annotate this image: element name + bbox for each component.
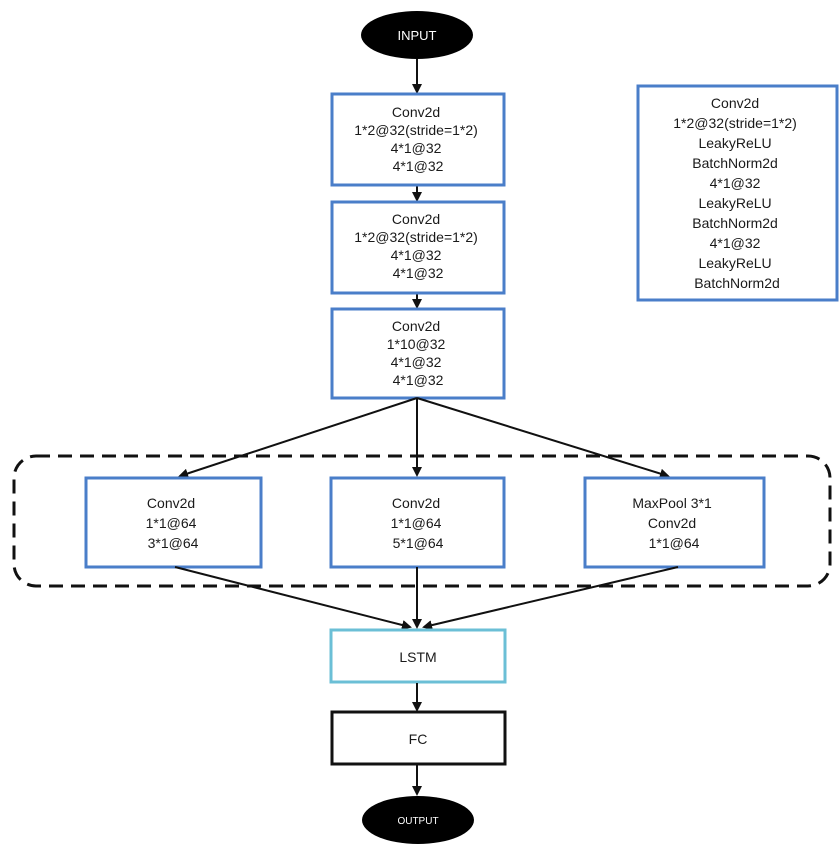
conv-block-3-line: 4*1@32	[391, 354, 442, 370]
output-label: OUTPUT	[397, 816, 438, 827]
conv-block-2-line: 4*1@32	[391, 247, 442, 263]
arrow-conv3-to-branch-left	[178, 397, 418, 479]
conv-block-1-line: 4*1@32	[393, 158, 444, 174]
conv-block-3	[330, 307, 506, 400]
svg-text:Conv2d 1*1@64 3*1@64: Conv2d 1*1@64 3*1@64	[146, 495, 201, 551]
svg-text:Conv2d 1*1@64 5*1@64: Conv2d 1*1@64 5*1@64	[391, 495, 446, 551]
legend-line: Conv2d	[711, 95, 759, 111]
legend-line: 4*1@32	[710, 175, 761, 191]
svg-text:Conv2d 1*2@32(stride=1*2): Conv2d 1*2@32(stride=1*2) 4*1@32 4*1@32	[354, 104, 481, 174]
legend-line: 4*1@32	[710, 235, 761, 251]
arrow-branch-left-to-lstm	[174, 566, 412, 630]
arrow-conv3-to-branch-right	[416, 397, 670, 479]
legend-line: 1*2@32(stride=1*2)	[673, 115, 797, 131]
input-label: INPUT	[398, 28, 437, 43]
branch-right	[583, 476, 766, 569]
legend-line: LeakyReLU	[698, 135, 771, 151]
branch-left	[84, 476, 263, 569]
conv-block-3-line: 1*10@32	[387, 336, 446, 352]
fc-block	[330, 710, 507, 766]
conv-block-2-line: Conv2d	[392, 211, 440, 227]
branch-left-line: 3*1@64	[148, 535, 199, 551]
legend-line: BatchNorm2d	[694, 275, 780, 291]
conv-block-1-line: Conv2d	[392, 104, 440, 120]
conv-block-1-line: 4*1@32	[391, 140, 442, 156]
input-terminal	[361, 11, 473, 59]
conv-block-1	[330, 92, 506, 187]
branch-middle-line: 5*1@64	[393, 535, 444, 551]
legend-box	[636, 84, 839, 302]
branch-left-line: Conv2d	[147, 495, 195, 511]
conv-block-2	[330, 200, 506, 295]
svg-text:MaxPool 3*1 Conv2d 1*: MaxPool 3*1 Conv2d 1*1@64	[632, 495, 715, 551]
legend-line: BatchNorm2d	[692, 215, 778, 231]
branch-right-line: 1*1@64	[649, 535, 700, 551]
branch-middle-line: 1*1@64	[391, 515, 442, 531]
output-terminal	[362, 796, 474, 844]
conv-block-1-line: 1*2@32(stride=1*2)	[354, 122, 478, 138]
lstm-label: LSTM	[399, 649, 436, 665]
svg-text:Conv2d 1*2@32(stride=1*2): Conv2d 1*2@32(stride=1*2) 4*1@32 4*1@32	[354, 211, 481, 281]
conv-block-2-line: 4*1@32	[393, 265, 444, 281]
branch-right-line: MaxPool 3*1	[632, 495, 712, 511]
svg-text:Conv2d 1*2@32(stride=1*2): Conv2d 1*2@32(stride=1*2) LeakyReLU Batc…	[673, 95, 800, 291]
conv-block-3-line: Conv2d	[392, 318, 440, 334]
conv-block-3-line: 4*1@32	[393, 372, 444, 388]
fc-label: FC	[409, 731, 428, 747]
inception-group	[12, 454, 832, 588]
svg-text:Conv2d 1*10@32 4*1@32: Conv2d 1*10@32 4*1@32 4*1@32	[387, 318, 449, 388]
branch-middle	[329, 476, 506, 569]
branch-left-line: 1*1@64	[146, 515, 197, 531]
legend-line: LeakyReLU	[698, 255, 771, 271]
arrow-branch-right-to-lstm	[422, 566, 679, 631]
legend-line: BatchNorm2d	[692, 155, 778, 171]
branch-middle-line: Conv2d	[392, 495, 440, 511]
legend-line: LeakyReLU	[698, 195, 771, 211]
branch-right-line: Conv2d	[648, 515, 696, 531]
conv-block-2-line: 1*2@32(stride=1*2)	[354, 229, 478, 245]
lstm-block	[329, 628, 507, 684]
